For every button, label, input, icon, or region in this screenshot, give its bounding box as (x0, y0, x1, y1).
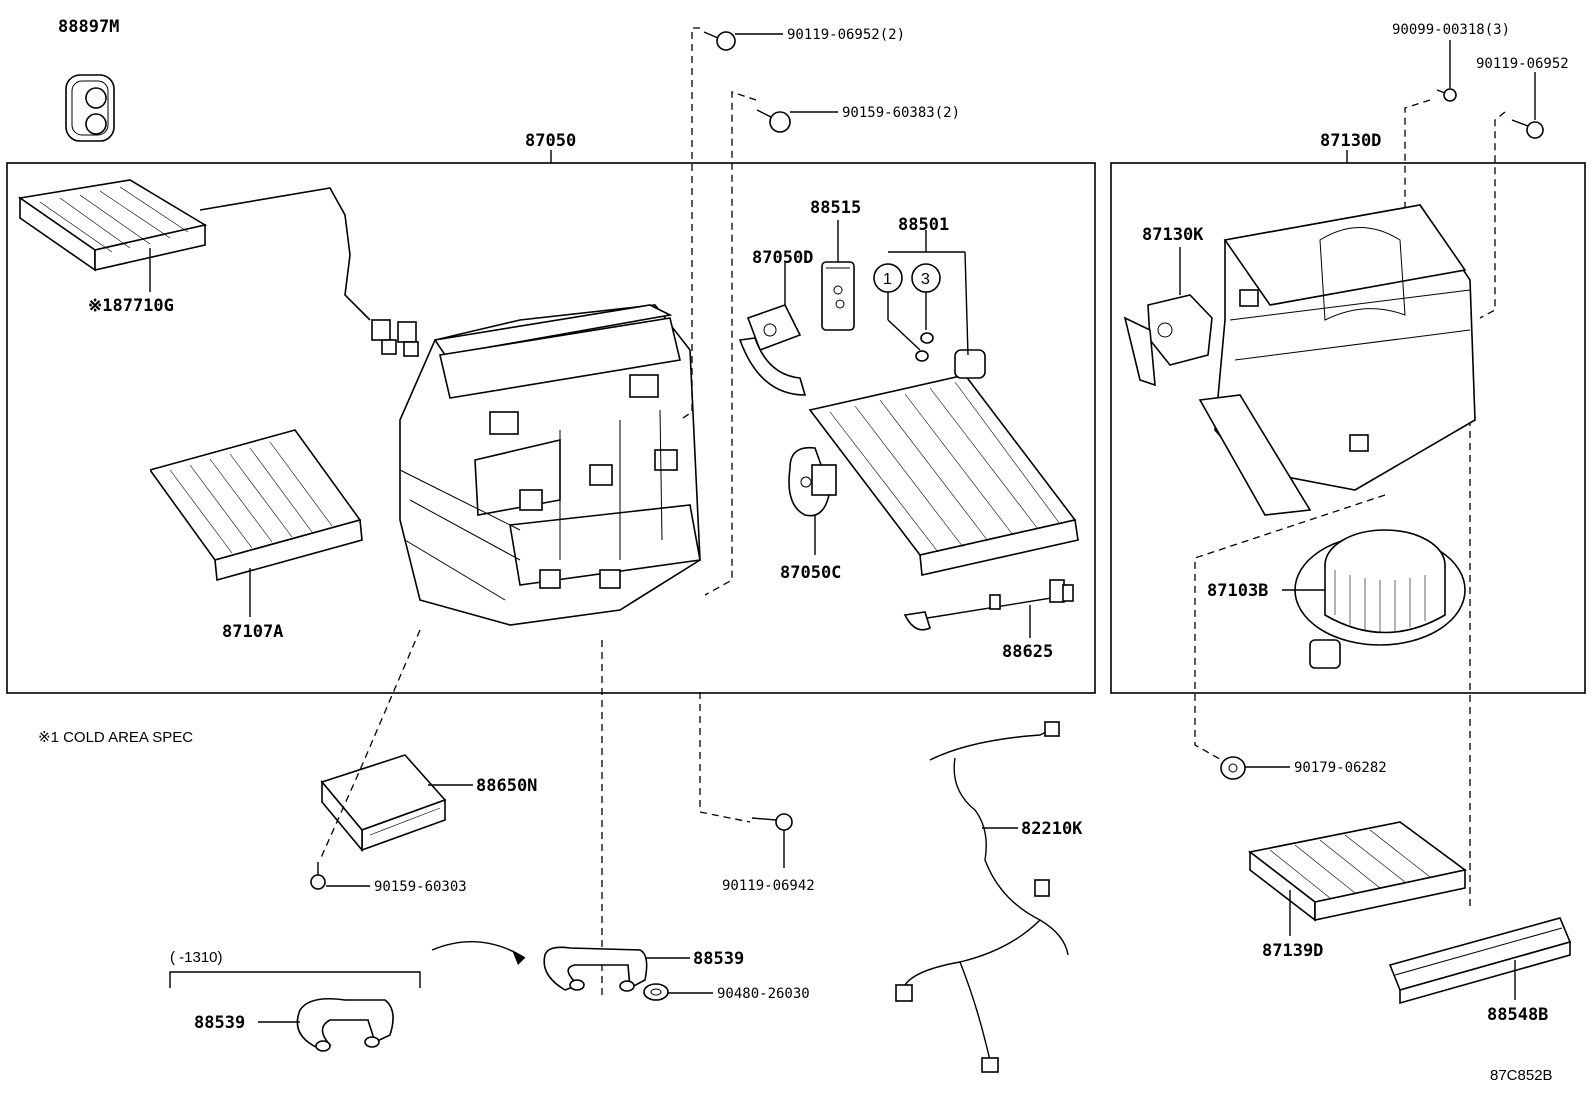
diagram-reference-id: 87C852B (1490, 1067, 1553, 1084)
callout-1: 1 (883, 271, 892, 288)
thermistor-88625[interactable] (903, 579, 1074, 631)
note-production-range: ( -1310) (170, 949, 223, 966)
blower-motor-87103b[interactable] (1294, 529, 1466, 669)
label-88515[interactable]: 88515 (810, 198, 861, 218)
screw-90159-60303[interactable] (310, 862, 326, 890)
blower-unit-group-box (1110, 162, 1586, 694)
note-cold-area-spec: ※1 COLD AREA SPEC (38, 729, 193, 746)
label-90159-60303[interactable]: 90159-60303 (374, 879, 467, 895)
expansion-valve-88515[interactable] (821, 261, 855, 331)
label-87139d[interactable]: 87139D (1262, 941, 1323, 961)
screw-90159-60383[interactable] (756, 109, 791, 133)
label-90099-00318-3[interactable]: 90099-00318(3) (1392, 22, 1510, 38)
label-90119-06952-2[interactable]: 90119-06952(2) (787, 27, 905, 43)
label-87050c[interactable]: 87050C (780, 563, 841, 583)
o-ring-3[interactable] (920, 332, 934, 344)
screw-90119-06952-top[interactable] (703, 31, 736, 51)
heater-core-pipe-87710g[interactable] (17, 179, 419, 357)
callout-circle-3 (911, 263, 941, 293)
o-ring-1[interactable] (915, 350, 929, 362)
servo-motor-87050c[interactable] (788, 446, 837, 517)
label-90480-26030[interactable]: 90480-26030 (717, 986, 810, 1002)
heater-radiator-87107a[interactable] (89, 429, 363, 582)
label-88501[interactable]: 88501 (898, 215, 949, 235)
callout-3: 3 (921, 271, 930, 288)
grommet-88897m[interactable] (65, 74, 115, 142)
label-88650n[interactable]: 88650N (476, 776, 537, 796)
screw-90119-06952-right[interactable] (1511, 119, 1544, 139)
ac-amplifier-88650n[interactable] (320, 754, 447, 853)
label-87050d[interactable]: 87050D (752, 248, 813, 268)
label-90159-60383-2[interactable]: 90159-60383(2) (842, 105, 960, 121)
label-90119-06942[interactable]: 90119-06942 (722, 878, 815, 894)
wire-harness-82210k[interactable] (895, 721, 1069, 1073)
nut-90179-06282[interactable] (1220, 756, 1246, 780)
hvac-case-87050[interactable] (399, 304, 701, 626)
label-88897m[interactable]: 88897M (58, 17, 119, 37)
label-87130d[interactable]: 87130D (1320, 131, 1381, 151)
screw-90119-06942[interactable] (751, 813, 793, 831)
label-90179-06282[interactable]: 90179-06282 (1294, 760, 1387, 776)
servo-motor-87050d[interactable] (738, 304, 807, 396)
blower-case-87130d[interactable] (1198, 204, 1476, 516)
air-filter-87139d[interactable] (1248, 821, 1467, 922)
label-88539-old[interactable]: 88539 (194, 1013, 245, 1033)
label-87103b[interactable]: 87103B (1207, 581, 1268, 601)
callout-circle-1 (873, 263, 903, 293)
replacement-arrow-icon (512, 950, 525, 965)
label-82210k[interactable]: 82210K (1021, 819, 1083, 839)
label-88548b[interactable]: 88548B (1487, 1005, 1548, 1025)
label-87130k[interactable]: 87130K (1142, 225, 1204, 245)
evaporator-88501[interactable] (808, 349, 1079, 576)
label-88625[interactable]: 88625 (1002, 642, 1053, 662)
label-87050[interactable]: 87050 (525, 131, 576, 151)
clip-90480-26030[interactable] (643, 983, 669, 1001)
label-87710g[interactable]: ※187710G (88, 296, 174, 316)
label-87107a[interactable]: 87107A (222, 622, 283, 642)
filter-cover-88548b[interactable] (1388, 917, 1572, 1005)
screw-90099-00318[interactable] (1436, 88, 1457, 102)
drain-hose-88539-old[interactable] (296, 997, 394, 1052)
label-88539-new[interactable]: 88539 (693, 949, 744, 969)
label-90119-06952[interactable]: 90119-06952 (1476, 56, 1569, 72)
servo-motor-87130k[interactable] (1123, 294, 1213, 387)
drain-hose-88539-new[interactable] (543, 946, 648, 992)
